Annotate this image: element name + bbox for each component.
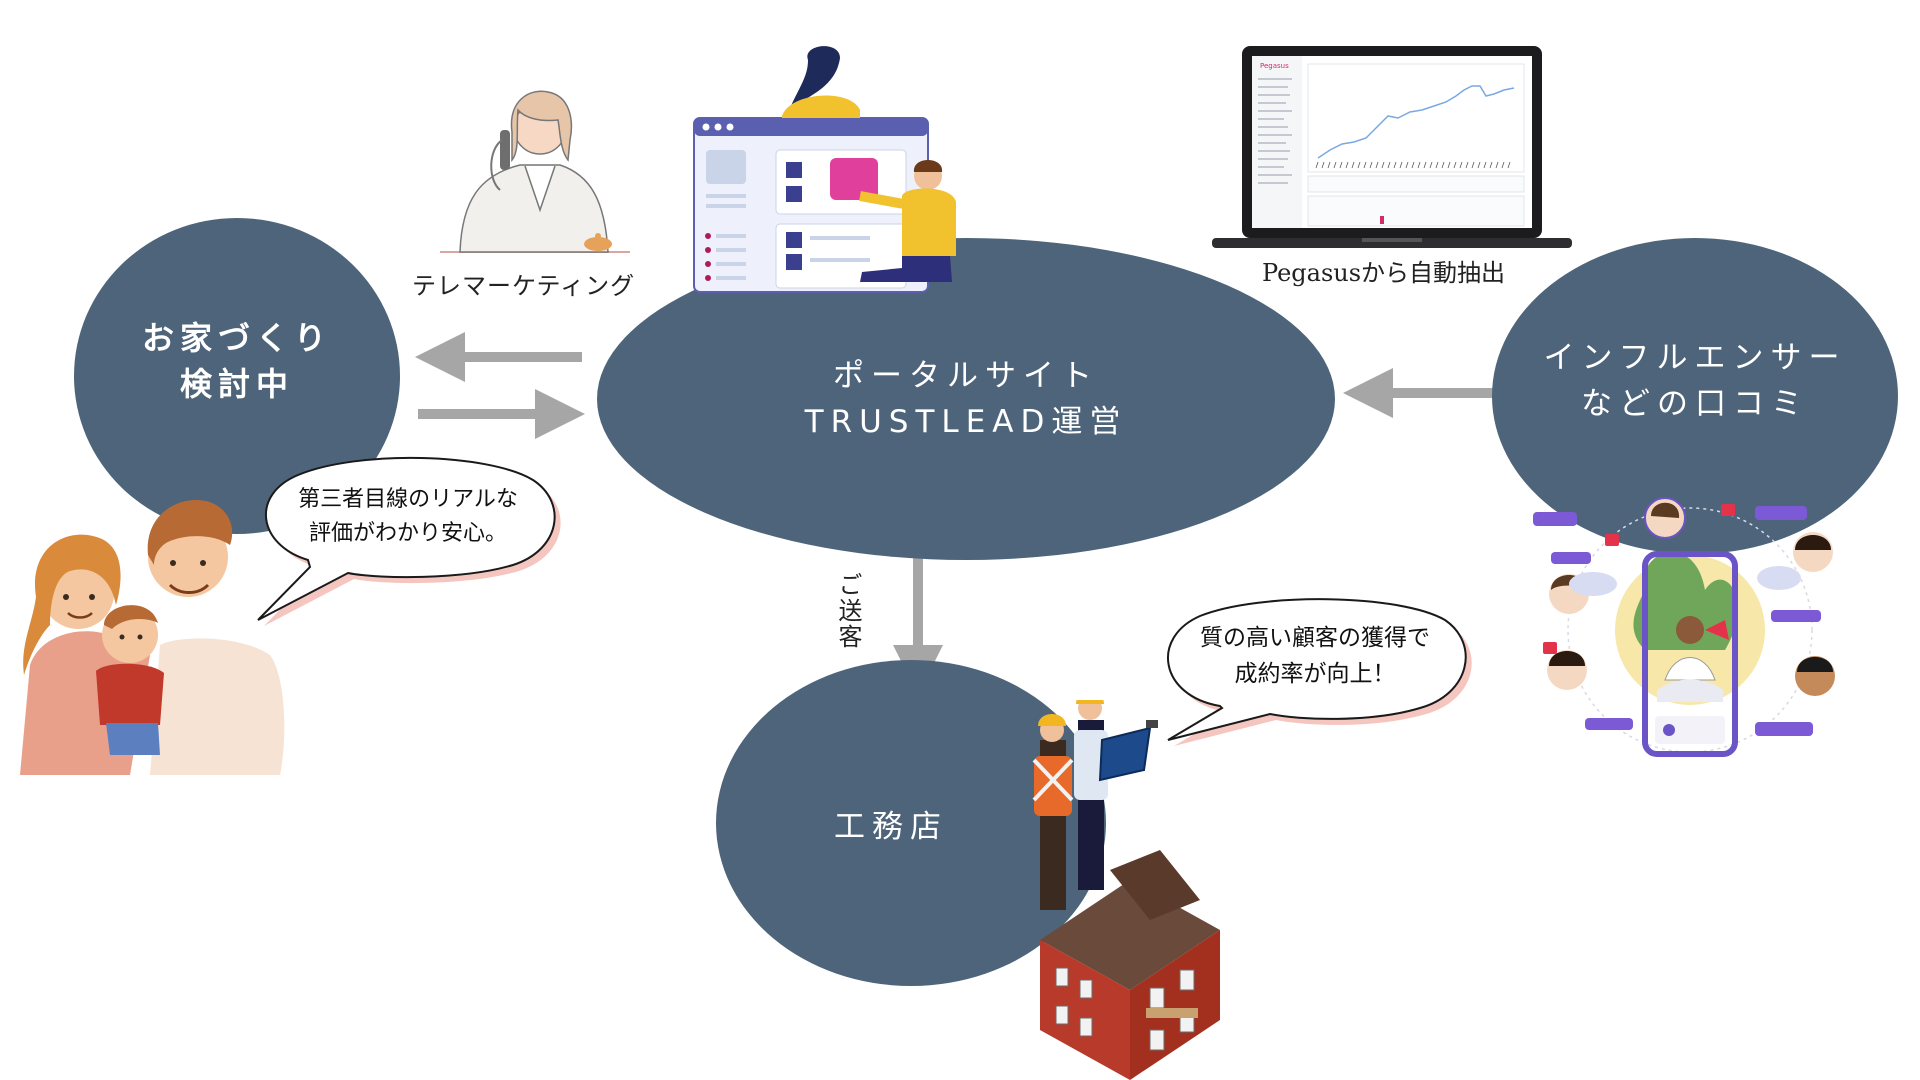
telemarketer-illustration xyxy=(440,90,630,253)
node-portal-label: ポータルサイト TRUSTLEAD運営 xyxy=(804,358,1128,440)
speech-bubble-builder: 質の高い顧客の獲得で 成約率が向上！ xyxy=(1166,598,1472,746)
pegasus-laptop-illustration: Pegasus xyxy=(1212,46,1572,248)
node-influencer: インフルエンサー などの口コミ xyxy=(1492,238,1898,554)
family-illustration xyxy=(20,499,285,775)
speech-bubble-builder-text: 質の高い顧客の獲得で 成約率が向上！ xyxy=(1200,625,1430,687)
portal-website-illustration xyxy=(693,46,956,293)
node-home-building-label: お家づくり 検討中 xyxy=(141,319,332,403)
node-influencer-label: インフルエンサー などの口コミ xyxy=(1543,340,1847,422)
caption-telemarketing: テレマーケティング xyxy=(412,272,636,300)
laptop-brand-label: Pegasus xyxy=(1260,62,1289,70)
node-builder-label: 工務店 xyxy=(834,808,948,845)
speech-bubble-family: 第三者目線のリアルな 評価がわかり安心。 xyxy=(257,456,561,626)
builders-house-illustration xyxy=(1032,700,1220,1080)
caption-pegasus: Pegasusから自動抽出 xyxy=(1262,259,1506,287)
speech-bubble-family-text: 第三者目線のリアルな 評価がわかり安心。 xyxy=(298,487,518,546)
caption-referral: ご送客 xyxy=(834,572,862,650)
node-home-building: お家づくり 検討中 xyxy=(74,218,400,534)
influencer-network-illustration xyxy=(1533,497,1835,757)
